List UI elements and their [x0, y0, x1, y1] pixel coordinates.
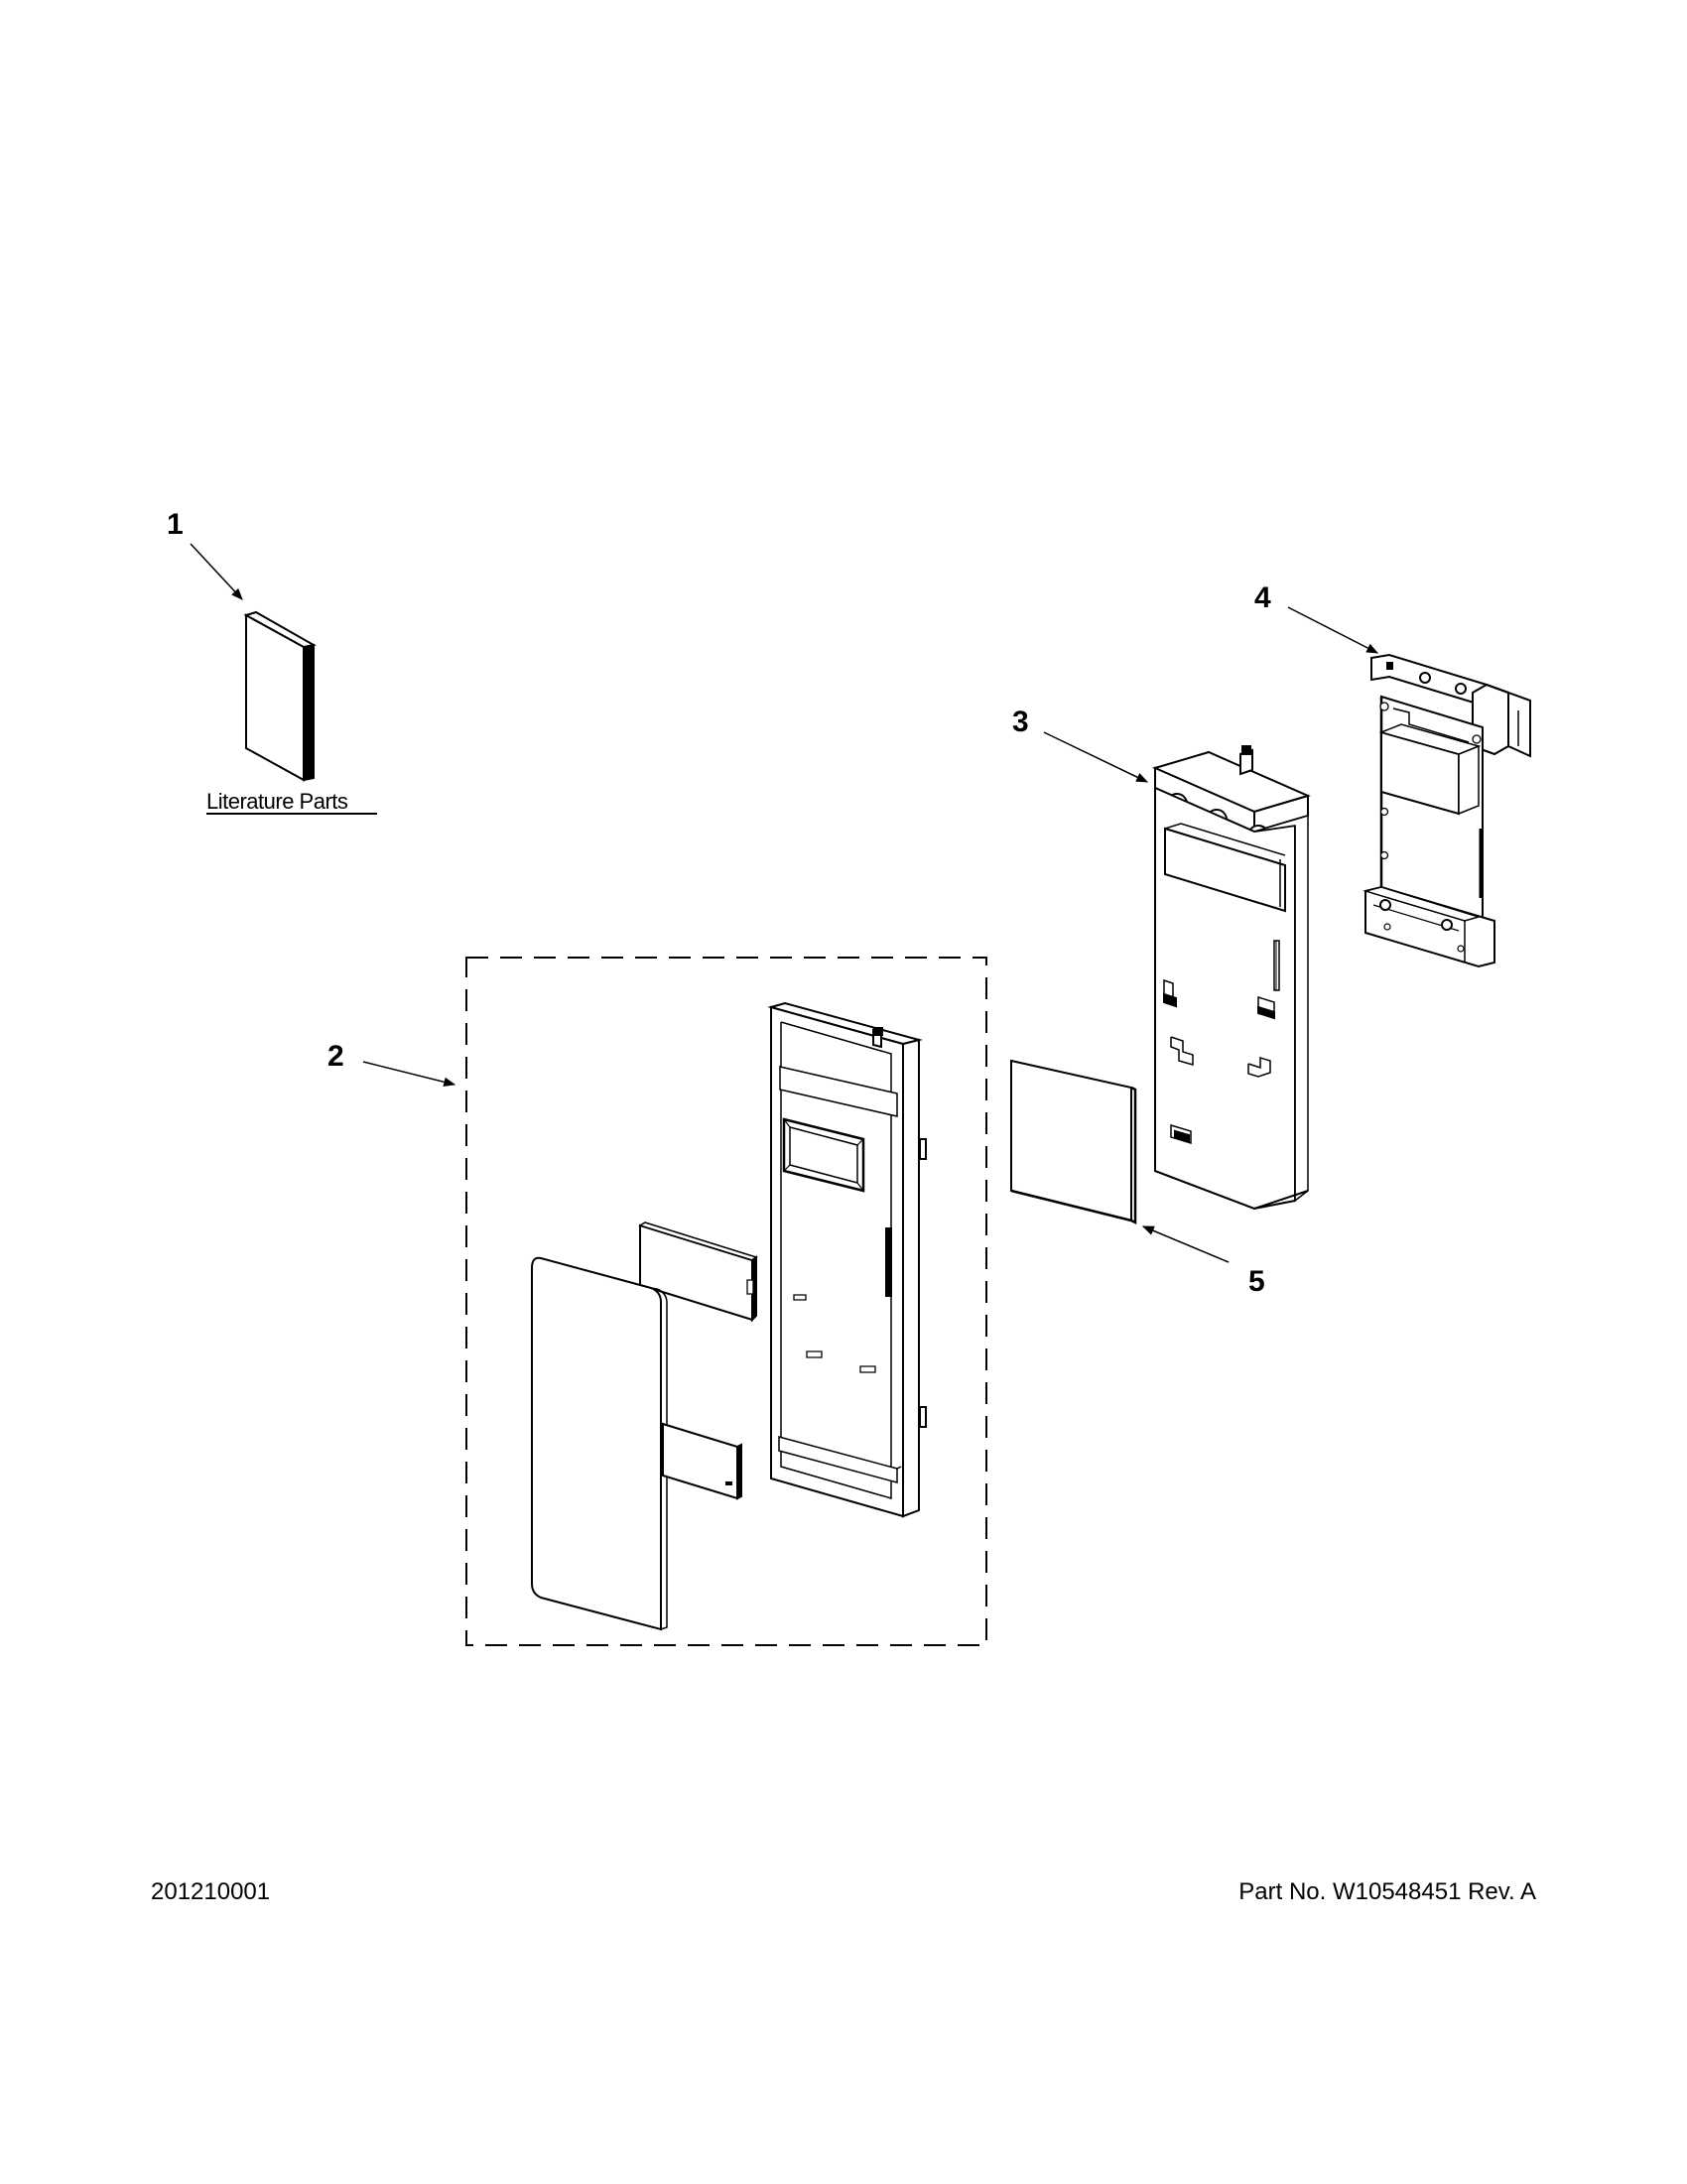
arrow-1: [190, 543, 243, 600]
arrow-4: [1287, 606, 1379, 654]
arrow-2: [362, 1061, 456, 1088]
callout-4: 4: [1254, 581, 1271, 614]
part-1-literature[interactable]: [246, 612, 314, 780]
part-2-control-panel[interactable]: [771, 1003, 926, 1516]
callout-3: 3: [1012, 706, 1029, 738]
part-5-shield-sheet[interactable]: [1011, 1061, 1135, 1222]
part-4-control-board[interactable]: [1365, 655, 1530, 966]
callout-2: 2: [327, 1040, 344, 1073]
arrow-3: [1043, 731, 1149, 783]
part-3-support-panel[interactable]: [1155, 746, 1308, 1209]
part-2-membrane-overlay[interactable]: [532, 1258, 667, 1629]
part-number: Part No. W10548451 Rev. A: [1238, 1878, 1536, 1905]
literature-parts-label: Literature Parts: [206, 789, 348, 814]
diagram-code: 201210001: [151, 1878, 271, 1905]
callout-1: 1: [167, 508, 184, 541]
callout-5: 5: [1248, 1265, 1265, 1298]
assembly-2-boundary: [465, 957, 987, 1646]
part-2-display-window[interactable]: [640, 1222, 756, 1320]
part-2-connector-plate[interactable]: [663, 1424, 741, 1498]
arrow-5: [1141, 1225, 1230, 1263]
